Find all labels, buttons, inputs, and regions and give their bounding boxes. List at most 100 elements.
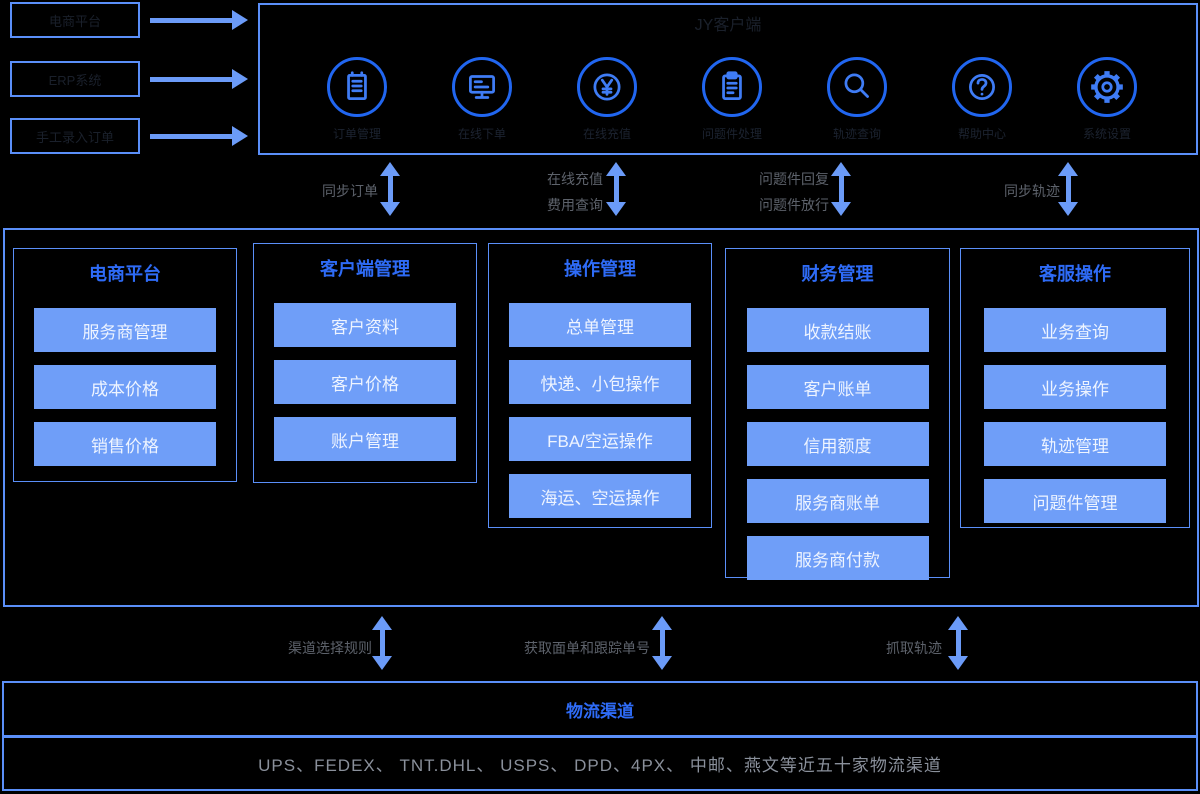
question-icon <box>952 57 1012 117</box>
channel-link-label-line: 渠道选择规则 <box>288 640 372 656</box>
portal-module: 轨迹查询 <box>824 57 890 142</box>
channel-double-arrow <box>372 616 392 670</box>
portal-module: 帮助中心 <box>949 57 1015 142</box>
arrow-shaft <box>150 76 232 82</box>
system-column-title: 客户端管理 <box>320 259 410 279</box>
arrow-head-down <box>372 656 392 670</box>
logistics-channels-body: UPS、FEDEX、 TNT.DHL、 USPS、 DPD、4PX、 中邮、燕文… <box>2 737 1198 791</box>
system-module-item: 业务查询 <box>984 308 1166 352</box>
system-module-item: 账户管理 <box>274 417 456 461</box>
arrow-shaft <box>838 176 844 202</box>
system-module-item: 客户资料 <box>274 303 456 347</box>
providers-text: UPS、FEDEX、 TNT.DHL、 USPS、 DPD、4PX、 中邮、燕文… <box>258 756 942 775</box>
system-module-item: 业务操作 <box>984 365 1166 409</box>
arrow-head-down <box>380 202 400 216</box>
channel-link-label: 获取面单和跟踪单号 <box>498 638 650 658</box>
arrow-head-up <box>652 616 672 630</box>
clipboard-icon <box>702 57 762 117</box>
portal-module: 问题件处理 <box>699 57 765 142</box>
arrow-shaft <box>150 17 232 23</box>
arrow-head-up <box>372 616 392 630</box>
system-module-item: 海运、空运操作 <box>509 474 691 518</box>
portal-module-label: 轨迹查询 <box>832 127 881 141</box>
sync-double-arrow <box>831 162 851 216</box>
yen-icon <box>577 57 637 117</box>
sync-link-label: 问题件回复问题件放行 <box>741 166 829 218</box>
logistics-channels-title: 物流渠道 <box>566 701 634 721</box>
client-portal-panel: JY客户端 订单管理 在线下单 在线充值 问题件处理 轨迹查询 帮助中心 系统设… <box>258 3 1198 155</box>
portal-module: 在线充值 <box>574 57 640 142</box>
system-module-item: 轨迹管理 <box>984 422 1166 466</box>
system-module-item: 收款结账 <box>746 308 929 352</box>
sync-double-arrow <box>380 162 400 216</box>
arrow-head-up <box>948 616 968 630</box>
arrow-head-up <box>380 162 400 176</box>
arrow-head <box>232 10 248 30</box>
system-module-item: 成本价格 <box>34 365 216 409</box>
arrow-head-down <box>831 202 851 216</box>
portal-module-label: 在线下单 <box>457 127 506 141</box>
order-source-box: ERP系统 <box>10 61 140 97</box>
channel-link-label-line: 获取面单和跟踪单号 <box>524 640 650 656</box>
system-column: 客户端管理客户资料客户价格账户管理 <box>253 243 477 483</box>
arrow-shaft <box>150 133 232 139</box>
arrow-head <box>232 126 248 146</box>
portal-module-label: 订单管理 <box>332 127 381 141</box>
sync-link-label-line: 同步订单 <box>322 183 378 199</box>
arrow-head-down <box>652 656 672 670</box>
order-source-box: 手工录入订单 <box>10 118 140 154</box>
portal-module: 订单管理 <box>324 57 390 142</box>
channel-double-arrow <box>652 616 672 670</box>
portal-module-label: 问题件处理 <box>701 127 762 141</box>
system-column: 客服操作业务查询业务操作轨迹管理问题件管理 <box>960 248 1190 528</box>
management-system-panel <box>3 228 1199 607</box>
right-arrow <box>150 69 248 89</box>
sync-double-arrow <box>606 162 626 216</box>
system-column-title: 财务管理 <box>801 264 874 284</box>
portal-module-label: 系统设置 <box>1082 127 1131 141</box>
system-column: 电商平台服务商管理成本价格销售价格 <box>13 248 237 482</box>
system-module-item: 问题件管理 <box>984 479 1166 523</box>
portal-module-label: 在线充值 <box>582 127 631 141</box>
monitor-icon <box>452 57 512 117</box>
channel-double-arrow <box>948 616 968 670</box>
right-arrow <box>150 126 248 146</box>
system-column-title: 电商平台 <box>89 264 161 284</box>
arrow-head-down <box>606 202 626 216</box>
search-icon <box>827 57 887 117</box>
arrow-head <box>232 69 248 89</box>
system-module-item: 服务商付款 <box>746 536 929 580</box>
portal-module: 系统设置 <box>1074 57 1140 142</box>
channel-link-label: 渠道选择规则 <box>262 638 372 658</box>
portal-module-label: 帮助中心 <box>957 127 1006 141</box>
system-module-item: 服务商账单 <box>746 479 929 523</box>
channel-link-label: 抓取轨迹 <box>876 638 942 658</box>
arrow-head-up <box>831 162 851 176</box>
system-module-item: 客户账单 <box>746 365 929 409</box>
order-source-label: 手工录入订单 <box>35 129 114 145</box>
arrow-head-down <box>1058 202 1078 216</box>
arrow-shaft <box>659 630 665 656</box>
client-portal-modules: 订单管理 在线下单 在线充值 问题件处理 轨迹查询 帮助中心 系统设置 <box>260 57 1200 142</box>
system-module-item: 客户价格 <box>274 360 456 404</box>
arrow-head-down <box>948 656 968 670</box>
logistics-channels-header: 物流渠道 <box>2 681 1198 737</box>
sync-link-label-line: 问题件回复 <box>759 171 829 187</box>
arrow-shaft <box>613 176 619 202</box>
portal-module: 在线下单 <box>449 57 515 142</box>
right-arrow <box>150 10 248 30</box>
arrow-head-up <box>606 162 626 176</box>
system-column-title: 操作管理 <box>564 259 636 279</box>
system-module-item: 快递、小包操作 <box>509 360 691 404</box>
order-source-box: 电商平台 <box>10 2 140 38</box>
arrow-shaft <box>955 630 961 656</box>
sync-link-label-line: 问题件放行 <box>759 197 829 213</box>
sync-link-label-line: 费用查询 <box>547 197 603 213</box>
sync-double-arrow <box>1058 162 1078 216</box>
system-module-item: FBA/空运操作 <box>509 417 691 461</box>
system-module-item: 信用额度 <box>746 422 929 466</box>
order-doc-icon <box>327 57 387 117</box>
sync-link-label: 同步轨迹 <box>988 181 1060 201</box>
